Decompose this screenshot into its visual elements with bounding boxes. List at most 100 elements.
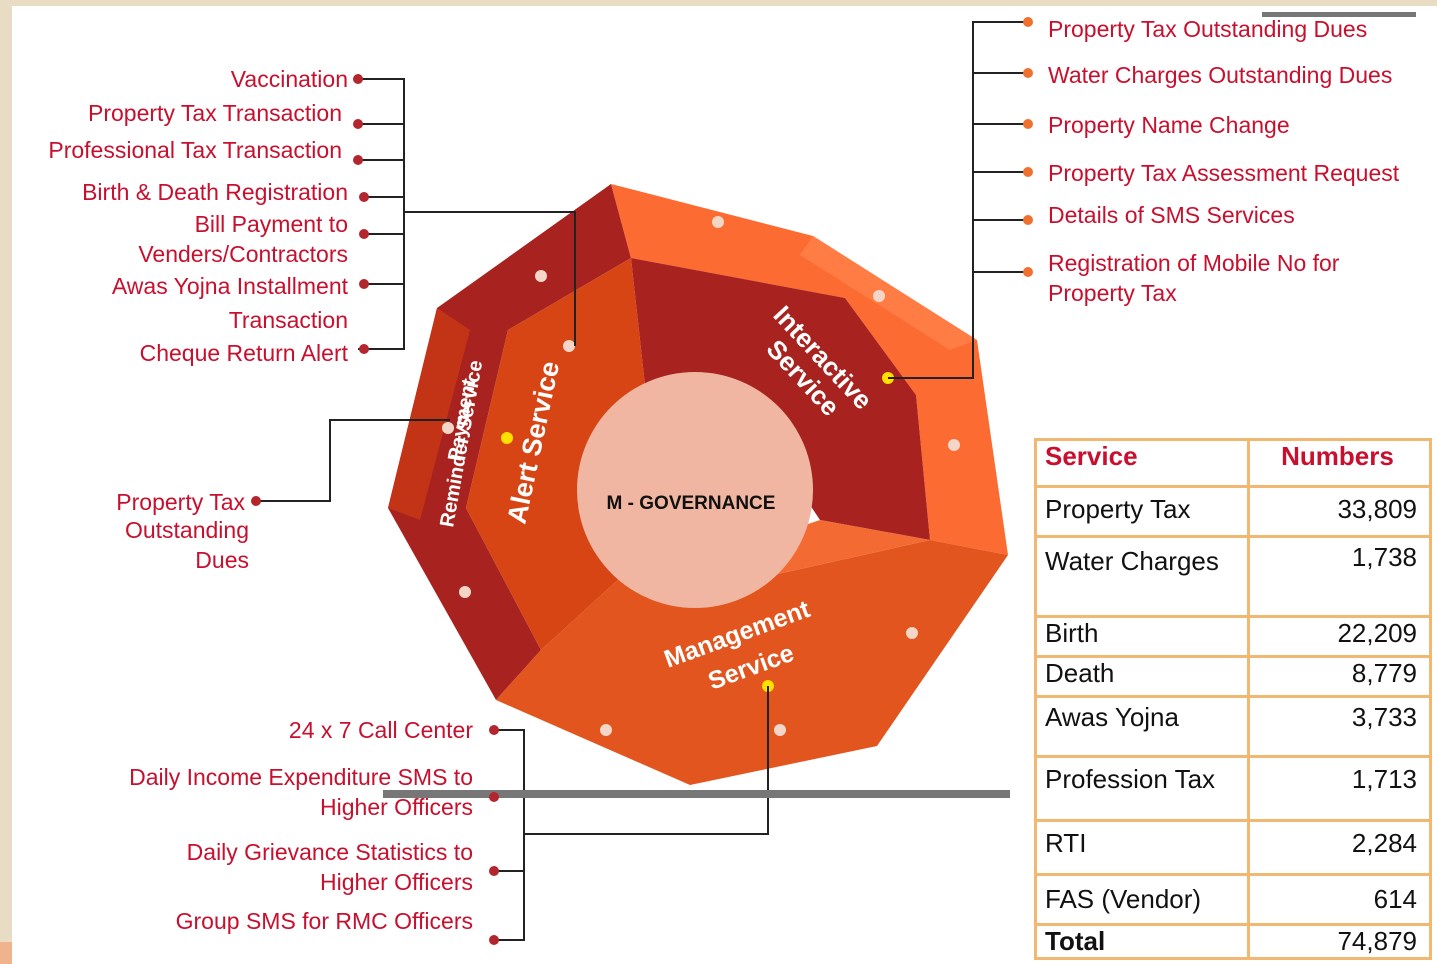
dot xyxy=(459,586,471,598)
bullet xyxy=(1023,119,1033,129)
alert-item-cheque-return: Cheque Return Alert xyxy=(139,340,348,366)
cell-number: 1,738 xyxy=(1247,535,1432,618)
cell-number: 614 xyxy=(1247,873,1432,926)
bullet xyxy=(1023,215,1033,225)
connectors xyxy=(256,21,1028,941)
table-header-row: Service Numbers xyxy=(1034,438,1432,488)
alert-bracket xyxy=(358,78,405,350)
alert-item-bill-payment: Bill Payment to xyxy=(194,211,348,237)
interactive-item-property-tax: Property Tax xyxy=(1048,280,1177,306)
interactive-item-outstanding-dues: Property Tax Outstanding Dues xyxy=(1048,16,1368,42)
alert-anchor-dot xyxy=(501,432,513,444)
management-item-higher-officers-1: Higher Officers xyxy=(320,794,473,820)
facet-shade xyxy=(388,308,470,520)
grey-bar-top xyxy=(1262,12,1416,17)
cell-service: Profession Tax xyxy=(1034,755,1250,822)
bullet xyxy=(489,935,499,945)
cell-service: Water Charges xyxy=(1034,535,1250,618)
dot xyxy=(442,422,454,434)
cell-service: Awas Yojna xyxy=(1034,695,1250,758)
cell-number: 3,733 xyxy=(1247,695,1432,758)
dot xyxy=(535,270,547,282)
cell-number: 1,713 xyxy=(1247,755,1432,822)
interactive-item-name-change: Property Name Change xyxy=(1048,112,1290,138)
decorative-dots xyxy=(442,216,960,736)
cell-service: Property Tax xyxy=(1034,485,1250,538)
bullet xyxy=(359,229,369,239)
header-service: Service xyxy=(1034,438,1250,488)
management-item-daily-income-sms: Daily Income Expenditure SMS to xyxy=(129,764,473,790)
management-item-grievance-stats: Daily Grievance Statistics to xyxy=(186,839,473,865)
cell-service: Birth xyxy=(1034,615,1250,658)
m-governance-diagram: M - GOVERNANCE Payment Reminder Service … xyxy=(251,12,1416,945)
bullet xyxy=(359,279,369,289)
dot xyxy=(600,724,612,736)
cell-number: 2,284 xyxy=(1247,819,1432,876)
management-item-group-sms: Group SMS for RMC Officers xyxy=(175,908,473,934)
connector-anchor-dots xyxy=(501,372,894,692)
bullet xyxy=(1023,167,1033,177)
management-connector xyxy=(524,686,769,835)
interactive-connector xyxy=(888,21,1028,379)
alert-item-venders-contractors: Venders/Contractors xyxy=(138,241,348,267)
dot xyxy=(948,439,960,451)
cell-service: RTI xyxy=(1034,819,1250,876)
cell-number: 22,209 xyxy=(1247,615,1432,658)
table-row: FAS (Vendor)614 xyxy=(1034,873,1432,926)
payment-item-line2: Outstanding xyxy=(124,517,249,543)
bullet xyxy=(1023,17,1033,27)
payment-connector xyxy=(256,419,450,502)
dot xyxy=(774,724,786,736)
dot xyxy=(906,627,918,639)
management-item-higher-officers-2: Higher Officers xyxy=(320,869,473,895)
header-numbers: Numbers xyxy=(1247,438,1432,488)
bullet xyxy=(353,74,363,84)
cell-service: FAS (Vendor) xyxy=(1034,873,1250,926)
cell-service: Death xyxy=(1034,655,1250,698)
bullets xyxy=(251,74,499,945)
grey-bar xyxy=(383,790,1010,798)
bullet xyxy=(359,344,369,354)
interactive-item-sms-services: Details of SMS Services xyxy=(1048,202,1295,228)
management-segment-outer xyxy=(496,540,1008,785)
interactive-item-assessment-request: Property Tax Assessment Request xyxy=(1048,160,1400,186)
alert-item-property-tax-transaction: Property Tax Transaction xyxy=(88,100,342,126)
bullet xyxy=(353,155,363,165)
cell-number: 33,809 xyxy=(1247,485,1432,538)
bullets-orange xyxy=(1023,17,1033,277)
alert-connector xyxy=(404,211,576,346)
bullet xyxy=(1023,68,1033,78)
alert-item-awas-yojna: Awas Yojna Installment xyxy=(111,273,348,299)
center-circle xyxy=(577,372,813,608)
bullet xyxy=(1023,267,1033,277)
alert-item-transaction: Transaction xyxy=(228,307,348,333)
cell-number-total: 74,879 xyxy=(1247,923,1432,960)
interactive-item-water-charges: Water Charges Outstanding Dues xyxy=(1048,62,1393,88)
payment-item-line3: Dues xyxy=(195,547,249,573)
alert-item-professional-tax-transaction: Professional Tax Transaction xyxy=(48,137,342,163)
dot xyxy=(563,340,575,352)
cell-service-total: Total xyxy=(1034,923,1250,960)
interactive-item-registration-mobile: Registration of Mobile No for xyxy=(1048,250,1340,276)
facet-shade xyxy=(800,236,977,350)
dot xyxy=(712,216,724,228)
management-bracket xyxy=(494,729,525,941)
bullet xyxy=(359,192,369,202)
dot xyxy=(873,290,885,302)
payment-item-line1: Property Tax xyxy=(116,489,245,515)
management-item-call-center: 24 x 7 Call Center xyxy=(288,717,473,743)
interactive-segment-inner xyxy=(631,258,930,540)
cell-number: 8,779 xyxy=(1247,655,1432,698)
bullet xyxy=(489,866,499,876)
bullet xyxy=(489,725,499,735)
alert-item-birth-death-registration: Birth & Death Registration xyxy=(82,179,348,205)
center-label: M - GOVERNANCE xyxy=(607,493,776,514)
